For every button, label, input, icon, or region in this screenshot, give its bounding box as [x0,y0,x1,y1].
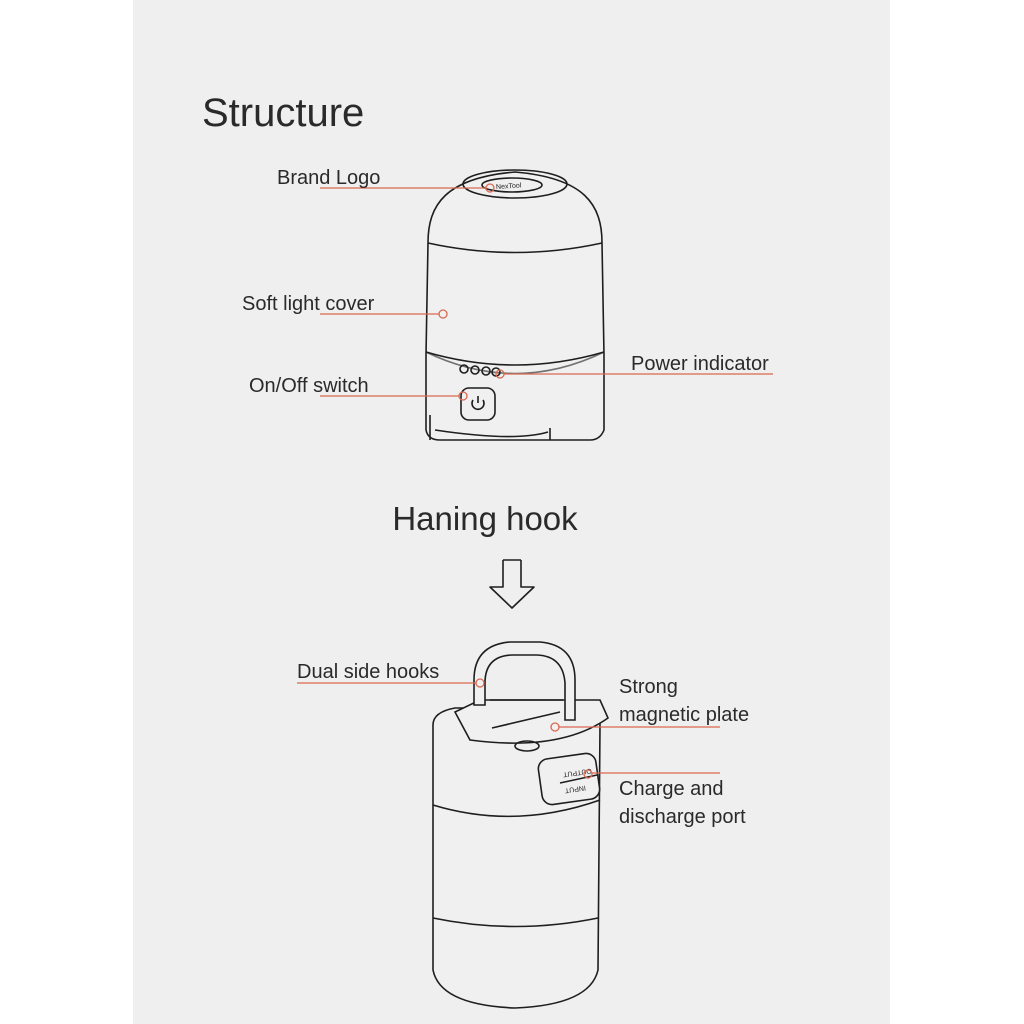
hanging-hook-heading: Haning hook [392,500,578,537]
power-icon [471,396,485,411]
page-title: Structure [202,91,364,135]
label-port-1: Charge and [619,778,724,800]
lamp-top-view: OUTPUT INPUT [432,641,609,1009]
power-button[interactable] [460,387,496,421]
port-output-label: OUTPUT [562,767,592,778]
brand-logo-mark: NexTool [496,182,522,191]
label-on-off-switch: On/Off switch [249,375,369,397]
label-power-indicator: Power indicator [631,353,769,375]
port-cover[interactable] [537,752,601,806]
port-input-label: INPUT [564,784,586,794]
label-magnetic-plate-2: magnetic plate [619,704,749,726]
label-port-2: discharge port [619,806,746,828]
label-dual-side-hooks: Dual side hooks [297,661,439,683]
down-arrow-icon [489,559,535,609]
label-soft-light-cover: Soft light cover [242,293,375,315]
lamp-front-view: NexTool [425,169,605,441]
label-brand-logo: Brand Logo [277,167,380,189]
label-magnetic-plate-1: Strong [619,676,678,698]
